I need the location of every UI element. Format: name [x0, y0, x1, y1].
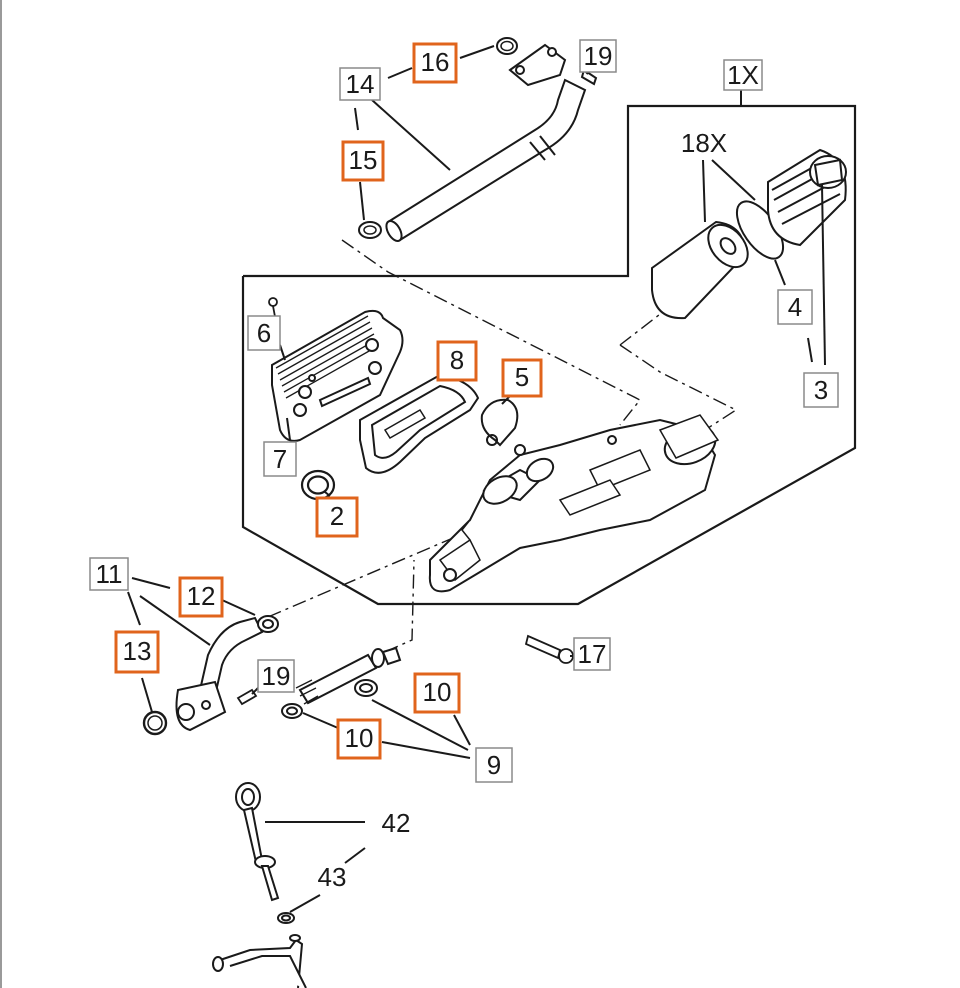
svg-text:14: 14 — [346, 69, 375, 99]
callout-1x: 1X — [723, 59, 763, 91]
callout-10-upper-highlighted: 10 — [413, 672, 461, 714]
callout-13-highlighted: 13 — [114, 630, 160, 674]
svg-text:4: 4 — [788, 292, 802, 322]
callout-10-lower-highlighted: 10 — [336, 718, 382, 760]
assembly-outline — [241, 104, 857, 606]
svg-text:13: 13 — [123, 636, 152, 666]
svg-text:19: 19 — [262, 661, 291, 691]
callout-7: 7 — [263, 441, 297, 477]
svg-text:10: 10 — [345, 723, 374, 753]
svg-text:2: 2 — [330, 501, 344, 531]
seal-ring-5 — [480, 398, 519, 447]
upper-oil-pipe — [358, 37, 598, 242]
svg-text:5: 5 — [515, 362, 529, 392]
svg-text:17: 17 — [578, 639, 607, 669]
svg-text:9: 9 — [487, 750, 501, 780]
callout-9: 9 — [475, 747, 513, 783]
callout-43: 43 — [318, 862, 347, 892]
svg-text:10: 10 — [423, 677, 452, 707]
callout-19-top: 19 — [579, 39, 617, 73]
return-pipe — [281, 646, 402, 719]
callout-18x: 18X — [681, 128, 727, 158]
oil-filter-housing — [428, 414, 720, 593]
callout-12-highlighted: 12 — [178, 576, 224, 618]
svg-text:42: 42 — [382, 808, 411, 838]
callout-16-highlighted: 16 — [412, 42, 458, 84]
callout-labels: 1X 18X 14 19 4 3 6 7 11 — [89, 39, 839, 892]
svg-text:19: 19 — [584, 41, 613, 71]
left-border — [0, 0, 2, 988]
callout-2-highlighted: 2 — [315, 496, 359, 538]
svg-text:12: 12 — [187, 581, 216, 611]
callout-6: 6 — [247, 315, 281, 351]
oil-filter-element — [651, 220, 749, 320]
callout-5-highlighted: 5 — [501, 358, 543, 398]
callout-17: 17 — [573, 637, 611, 671]
callout-3: 3 — [803, 372, 839, 408]
callout-14: 14 — [339, 67, 381, 101]
svg-text:15: 15 — [349, 145, 378, 175]
svg-text:16: 16 — [421, 47, 450, 77]
leader-lines — [127, 45, 826, 913]
filter-housing-cap — [767, 148, 847, 247]
svg-text:3: 3 — [814, 375, 828, 405]
svg-text:7: 7 — [273, 444, 287, 474]
svg-text:18X: 18X — [681, 128, 727, 158]
callout-8-highlighted: 8 — [436, 340, 478, 382]
svg-text:6: 6 — [257, 318, 271, 348]
lower-oil-pipe — [142, 615, 279, 736]
svg-text:43: 43 — [318, 862, 347, 892]
svg-text:8: 8 — [450, 345, 464, 375]
callout-15-highlighted: 15 — [341, 140, 385, 182]
oil-cooler — [271, 309, 404, 442]
svg-text:1X: 1X — [727, 60, 759, 90]
housing-bolt-17 — [524, 634, 574, 664]
callout-42: 42 — [382, 808, 411, 838]
svg-text:11: 11 — [96, 559, 123, 589]
dipstick-assembly — [212, 782, 307, 988]
callout-4: 4 — [777, 289, 813, 325]
callout-11: 11 — [89, 557, 129, 591]
callout-19-bottom: 19 — [257, 659, 295, 693]
